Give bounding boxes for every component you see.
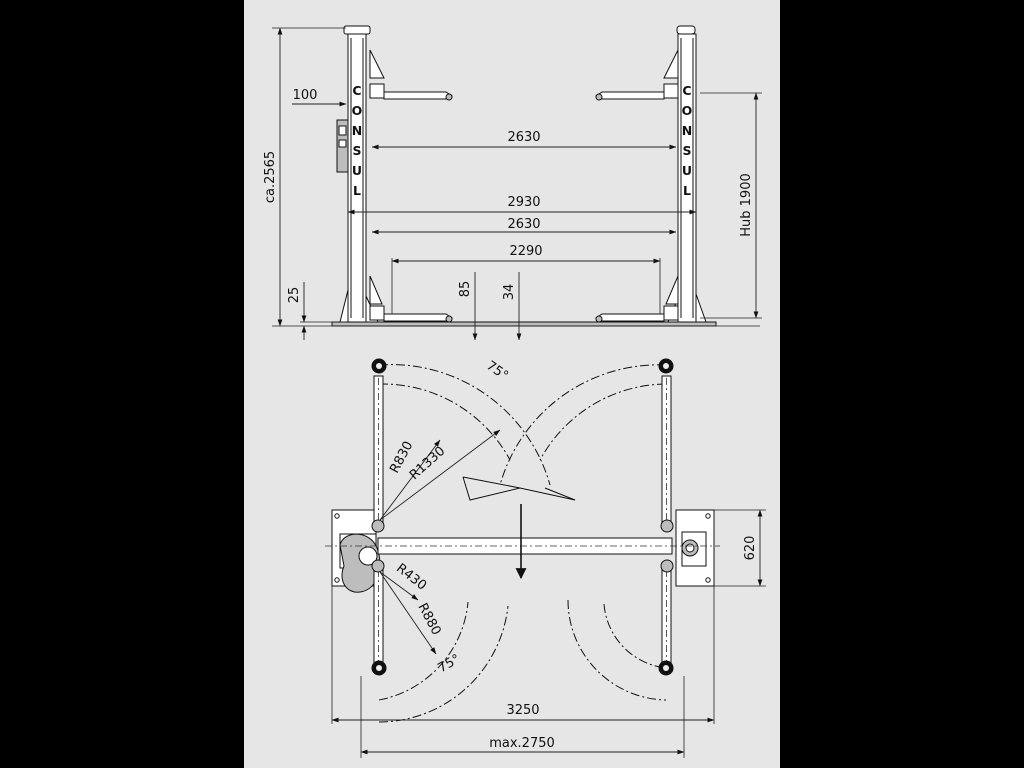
- brand-letter: N: [352, 123, 362, 138]
- dim-base-plate-height: 25: [287, 287, 302, 304]
- dim-side-offset: 100: [293, 88, 318, 103]
- radius-lines: [379, 429, 501, 655]
- label-short-arm-radius-max: R880: [415, 601, 444, 638]
- base-plate: [272, 321, 760, 327]
- brand-text-left: C O N S U L: [352, 83, 363, 198]
- brand-letter: O: [682, 103, 693, 118]
- dim-inner-width-top: 2630: [507, 130, 540, 145]
- left-arms: [371, 358, 387, 676]
- right-column: C O N S U L: [595, 25, 707, 323]
- left-base-plate: [331, 509, 381, 593]
- plan-view: 75° R830 R1330 R430 R880 75° 620 3250 ma…: [325, 358, 766, 758]
- brand-letter: L: [683, 183, 691, 198]
- dim-lift-stroke: Hub 1900: [739, 173, 754, 236]
- label-swing-angle-top: 75°: [483, 358, 510, 384]
- dim-arm-height-max: 85: [458, 281, 473, 298]
- brand-letter: L: [353, 183, 361, 198]
- dim-overall-width-plan: 3250: [506, 703, 539, 718]
- left-column: C O N S U L: [336, 25, 453, 323]
- brand-letter: U: [352, 163, 362, 178]
- plan-view-dimensions: 620 3250 max.2750: [331, 509, 766, 758]
- brand-letter: C: [682, 83, 691, 98]
- dim-total-height: ca.2565: [263, 151, 278, 203]
- dim-max-width: max.2750: [489, 736, 555, 751]
- label-short-arm-radius-min: R430: [393, 561, 429, 594]
- dim-arm-height-min: 34: [502, 284, 517, 301]
- front-view-dimensions: ca.2565 25 100 2630 2930 2630: [263, 27, 762, 341]
- dim-width-between-columns: 2630: [507, 217, 540, 232]
- front-view: C O N S U L: [263, 25, 762, 341]
- brand-letter: U: [682, 163, 692, 178]
- label-swing-angle-bottom: 75°: [436, 652, 463, 677]
- dim-base-depth: 620: [743, 536, 758, 561]
- right-arms: [658, 358, 674, 676]
- dim-drive-through-width: 2290: [509, 244, 542, 259]
- brand-text-right: C O N S U L: [682, 83, 693, 198]
- dim-overall-width: 2930: [507, 195, 540, 210]
- brand-letter: S: [682, 143, 691, 158]
- brand-letter: O: [352, 103, 363, 118]
- brand-letter: S: [352, 143, 361, 158]
- brand-letter: N: [682, 123, 692, 138]
- right-base-plate: [675, 509, 715, 587]
- brand-letter: C: [352, 83, 361, 98]
